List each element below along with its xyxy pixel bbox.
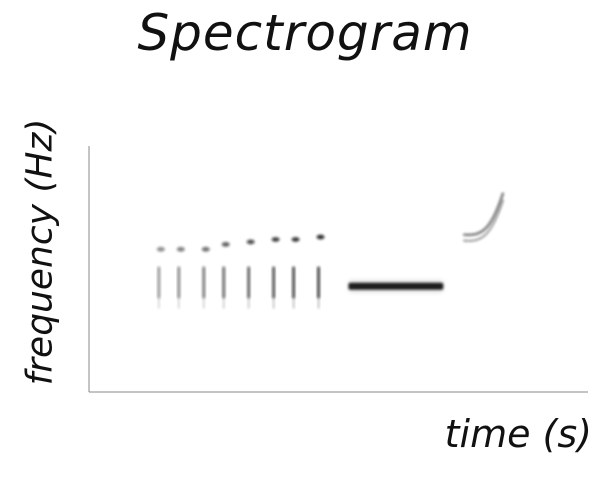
pulse-mark (272, 266, 276, 299)
harmonic-mark (316, 234, 325, 240)
pulse-mark (247, 266, 251, 299)
harmonic-mark (246, 239, 255, 245)
pulse-mark (292, 266, 295, 299)
pulse-tail-mark (317, 298, 320, 309)
chirp-mark (463, 192, 505, 236)
pulse-tail-mark (177, 298, 180, 309)
chirp-echo-mark (463, 199, 505, 242)
chart-title: Spectrogram (137, 4, 473, 62)
pulse-mark (202, 266, 206, 299)
pulse-mark (177, 266, 181, 299)
spectrogram-marks (156, 192, 505, 309)
pulse-tail-mark (272, 298, 275, 309)
pulse-tail-mark (202, 298, 205, 309)
harmonic-mark (221, 242, 230, 247)
harmonic-mark (271, 237, 280, 242)
pulse-mark (317, 266, 320, 299)
tone-band-mark (348, 282, 444, 290)
harmonic-mark (291, 237, 300, 242)
pulse-tail-mark (247, 298, 250, 309)
harmonic-mark (156, 246, 165, 252)
pulse-tail-mark (292, 298, 295, 309)
harmonic-mark (176, 246, 185, 252)
x-axis-label: time (s) (444, 412, 592, 456)
pulse-mark (222, 266, 226, 299)
pulse-tail-mark (157, 298, 160, 309)
pulse-mark (157, 266, 161, 299)
harmonic-mark (201, 246, 210, 252)
pulse-tail-mark (222, 298, 225, 309)
